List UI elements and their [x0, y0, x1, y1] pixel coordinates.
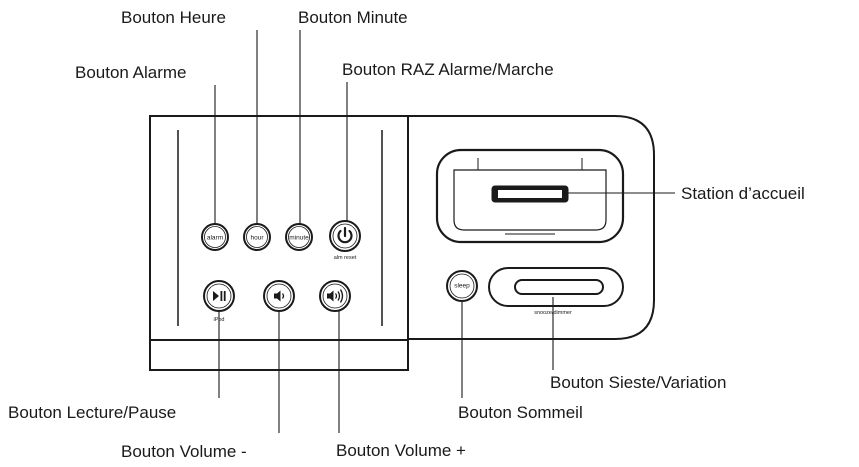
play-pause-icon	[213, 291, 226, 301]
leader-lines	[214, 30, 675, 433]
dock-housing	[408, 115, 655, 340]
dock-station	[435, 148, 625, 244]
callout-alarm: Bouton Alarme	[75, 63, 187, 82]
sleep-button-label: sleep	[454, 283, 470, 290]
callout-labels: Bouton Heure Bouton Minute Bouton Alarme…	[8, 8, 805, 461]
hour-button[interactable]: hour	[243, 223, 271, 251]
alarm-reset-label: alm reset	[334, 255, 357, 261]
dock-connector-icon	[491, 185, 569, 203]
alarm-reset-button[interactable]: alm reset	[329, 220, 361, 261]
alarm-button[interactable]: alarm	[201, 223, 229, 251]
volume-down-icon	[274, 290, 285, 302]
callout-alarm-reset: Bouton RAZ Alarme/Marche	[342, 60, 554, 79]
volume-down-button[interactable]	[263, 280, 295, 312]
alarm-button-label: alarm	[207, 235, 223, 242]
callout-sleep: Bouton Sommeil	[458, 403, 583, 422]
power-icon	[337, 226, 353, 244]
callout-dock: Station d’accueil	[681, 184, 805, 203]
hour-button-label: hour	[250, 235, 264, 242]
callout-snooze: Bouton Sieste/Variation	[550, 373, 726, 392]
callout-hour: Bouton Heure	[121, 8, 226, 27]
callout-play-pause: Bouton Lecture/Pause	[8, 403, 176, 422]
dock-well	[453, 169, 607, 231]
callout-volume-down: Bouton Volume -	[121, 442, 247, 461]
snooze-dimmer-button[interactable]: snooze/dimmer	[488, 267, 624, 316]
volume-up-button[interactable]	[319, 280, 351, 312]
sleep-button[interactable]: sleep	[446, 270, 478, 302]
minute-button[interactable]: minute	[285, 223, 313, 251]
dock-cradle	[435, 148, 625, 244]
callout-minute: Bouton Minute	[298, 8, 408, 27]
callout-volume-up: Bouton Volume +	[336, 441, 466, 460]
volume-up-icon	[327, 289, 344, 303]
minute-button-label: minute	[289, 235, 309, 242]
